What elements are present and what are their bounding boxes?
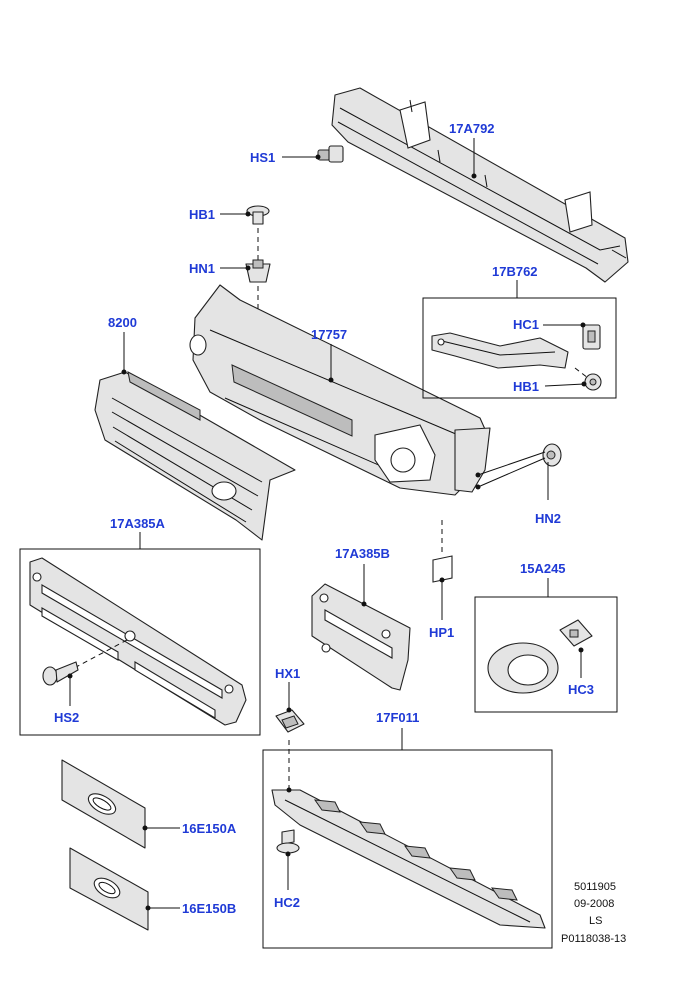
clip-nut-hn2 xyxy=(542,443,562,467)
callout-16e150a: 16E150A xyxy=(182,821,237,836)
fog-lamp-bezel xyxy=(487,642,559,694)
reference-illustration-id: P0118038-13 xyxy=(561,933,626,945)
frame-17b762 xyxy=(422,297,617,399)
callout-hs1: HS1 xyxy=(250,150,275,165)
undertray-17f011 xyxy=(271,789,546,929)
license-plate-bracket-17a385a xyxy=(29,557,247,726)
clip-hx1 xyxy=(275,709,305,733)
clip-hc1 xyxy=(582,324,601,350)
license-plate-16e150b xyxy=(69,847,149,931)
bolt-hb1-top xyxy=(246,205,270,225)
callout-15a245: 15A245 xyxy=(520,561,566,576)
callout-8200: 8200 xyxy=(108,315,137,330)
tow-eye-cover-hp1 xyxy=(432,555,453,583)
callout-hp1: HP1 xyxy=(429,625,454,640)
bumper-cover xyxy=(189,284,491,496)
callout-hc2: HC2 xyxy=(274,895,300,910)
callout-17757: 17757 xyxy=(311,327,347,342)
frame-15a245 xyxy=(474,596,618,713)
reference-code: LS xyxy=(589,915,602,927)
callout-hb1-box: HB1 xyxy=(513,379,539,394)
callout-hc3: HC3 xyxy=(568,682,594,697)
reference-date: 09-2008 xyxy=(574,898,614,910)
callout-hx1: HX1 xyxy=(275,666,300,681)
license-plate-16e150a xyxy=(61,759,146,849)
callout-hn2: HN2 xyxy=(535,511,561,526)
leader-lines xyxy=(67,138,587,911)
callout-hb1-top: HB1 xyxy=(189,207,215,222)
callout-hn1: HN1 xyxy=(189,261,215,276)
callout-hc1: HC1 xyxy=(513,317,539,332)
push-clip-hc2 xyxy=(276,829,300,854)
bolt-hs1 xyxy=(317,145,344,163)
callout-17a385a: 17A385A xyxy=(110,516,166,531)
callout-hs2: HS2 xyxy=(54,710,79,725)
callout-17a385b: 17A385B xyxy=(335,546,390,561)
screw-hs2 xyxy=(42,661,79,686)
clip-nut-hn1 xyxy=(245,259,271,283)
radiator-grille xyxy=(94,371,296,541)
callout-17f011: 17F011 xyxy=(376,710,419,725)
bolt-hb1-box xyxy=(584,373,602,391)
license-plate-bracket-17a385b xyxy=(311,583,411,691)
bracket-17b762 xyxy=(431,332,569,369)
callout-16e150b: 16E150B xyxy=(182,901,236,916)
bumper-reinforcement-beam xyxy=(331,87,629,283)
callout-17a792: 17A792 xyxy=(449,121,495,136)
frame-17f011 xyxy=(262,749,553,949)
reference-number: 5011905 xyxy=(574,881,616,893)
clip-hc3 xyxy=(559,619,593,647)
callout-17b762: 17B762 xyxy=(492,264,538,279)
